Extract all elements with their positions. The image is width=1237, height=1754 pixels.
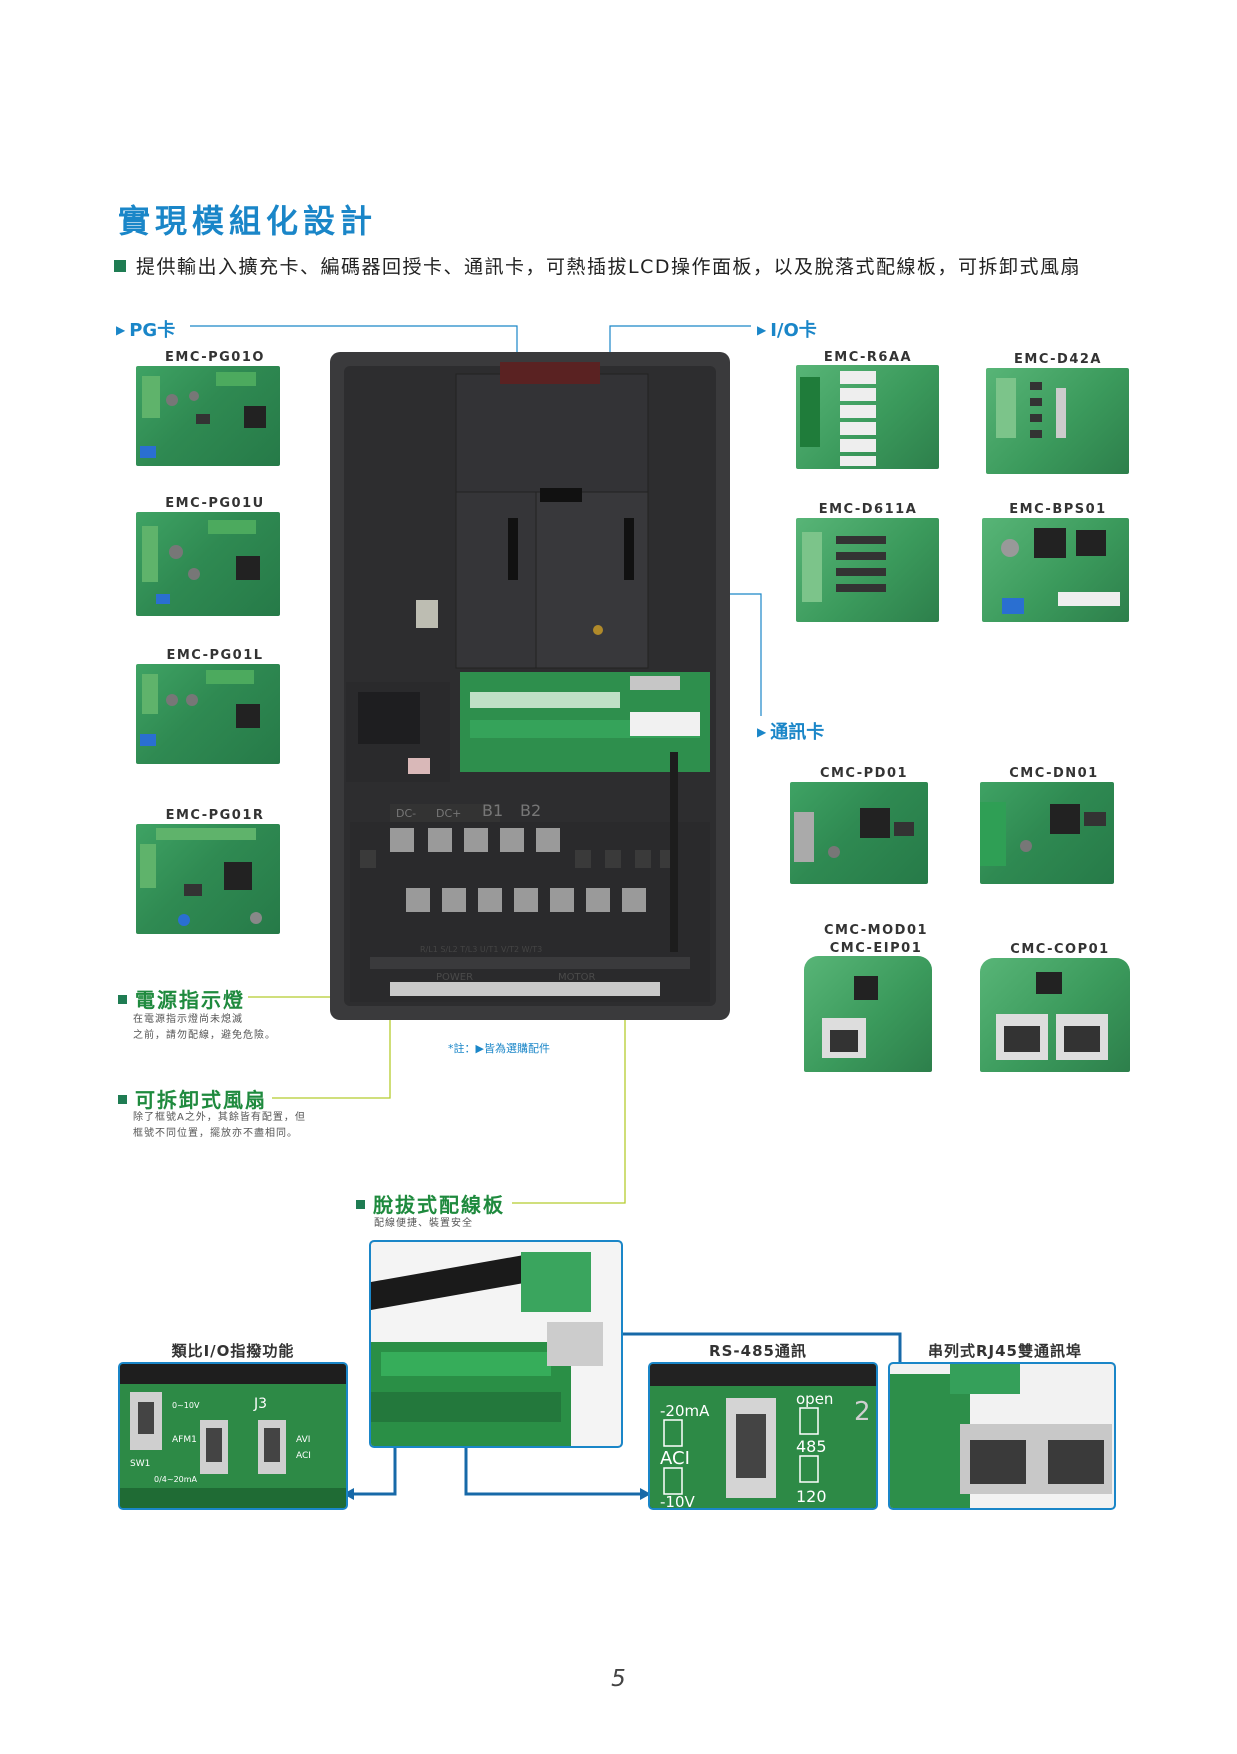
card-model-label: EMC-D611A <box>818 502 918 517</box>
pcb-illustration <box>996 378 1066 438</box>
dc-plus-label: DC+ <box>436 807 461 820</box>
page-title: 實現模組化設計 <box>118 202 378 240</box>
photo-text: 0/4~20mA <box>154 1475 198 1484</box>
photo-text: open <box>796 1390 833 1408</box>
rj45-photo <box>888 1362 1116 1510</box>
power-led-desc: 在電源指示燈尚未熄滅 之前，請勿配線，避免危險。 <box>133 1014 276 1041</box>
pcb-illustration <box>142 520 260 604</box>
bullet-square-icon <box>118 995 127 1004</box>
pcb-illustration <box>822 976 878 1058</box>
bullet-square-icon <box>356 1200 365 1209</box>
fan-desc: 除了框號A之外，其餘皆有配置，但 框號不同位置，擺放亦不盡相同。 <box>133 1112 306 1139</box>
power-led-heading: 電源指示燈 <box>118 984 245 1013</box>
pg-card-image <box>136 512 280 616</box>
card-model-label: CMC-EIP01 <box>829 941 923 956</box>
photo-text: J3 <box>253 1396 267 1412</box>
power-terminal-label: POWER <box>436 972 473 983</box>
card-model-label: EMC-PG01U <box>165 496 265 511</box>
card-model-label: CMC-MOD01 <box>823 923 929 938</box>
photo-text: ACI <box>660 1448 690 1469</box>
photo-text: SW1 <box>130 1459 150 1469</box>
io-card-image <box>982 518 1129 622</box>
card-model-label: EMC-PG01R <box>165 808 265 823</box>
card-model-label: EMC-D42A <box>1014 352 1102 367</box>
pg-card-label: ▶PG卡 <box>116 320 176 341</box>
terminal-photo-illustration <box>371 1242 621 1446</box>
rs485-label: RS-485通訊 <box>709 1342 807 1360</box>
photo-text: ACI <box>296 1451 311 1461</box>
analog-io-photo: J3 SW1 AFM1 0~10V 0/4~20mA ACI AVI <box>118 1362 348 1510</box>
photo-text: 485 <box>796 1437 827 1456</box>
motor-terminal-label: MOTOR <box>558 972 595 983</box>
card-model-label: EMC-R6AA <box>823 350 913 365</box>
pg-card-image <box>136 366 280 466</box>
io-card-image <box>796 518 939 622</box>
terminal-desc: 配線便捷、裝置安全 <box>374 1218 473 1229</box>
photo-text: 2 <box>854 1397 871 1427</box>
terminal-markings: R/L1 S/L2 T/L3 U/T1 V/T2 W/T3 <box>420 945 542 954</box>
rs485-photo: -20mA ACI -10V open 485 120 2 <box>648 1362 878 1510</box>
io-card-image <box>796 365 939 469</box>
photo-text: 0~10V <box>172 1401 200 1410</box>
pcb-illustration <box>140 670 260 746</box>
bullet-square-icon <box>118 1095 127 1104</box>
comm-card-image <box>804 956 932 1072</box>
photo-text: 120 <box>796 1487 827 1506</box>
b1-label: B1 <box>482 801 503 820</box>
rj45-label: 串列式RJ45雙通訊埠 <box>927 1342 1082 1360</box>
analog-photo-illustration: J3 SW1 AFM1 0~10V 0/4~20mA ACI AVI <box>120 1364 346 1508</box>
pcb-illustration <box>794 808 914 862</box>
card-model-label: CMC-COP01 <box>1010 942 1110 957</box>
comm-card-label: ▶通訊卡 <box>757 722 825 743</box>
pcb-illustration <box>140 828 262 926</box>
photo-text: -20mA <box>660 1402 710 1420</box>
pcb-illustration <box>1001 528 1120 614</box>
io-card-image <box>986 368 1129 474</box>
comm-card-image <box>980 782 1114 884</box>
card-model-label: EMC-PG01O <box>165 350 265 365</box>
pg-card-image <box>136 824 280 934</box>
pcb-illustration <box>980 802 1106 866</box>
card-model-label-group: CMC-MOD01 CMC-EIP01 <box>806 922 946 958</box>
bullet-square-icon <box>114 260 126 272</box>
pcb-illustration <box>802 532 886 602</box>
page-subtitle: 提供輸出入擴充卡、編碼器回授卡、通訊卡，可熱插拔LCD操作面板，以及脫落式配線板… <box>114 252 1081 279</box>
comm-card-image <box>980 958 1130 1072</box>
b2-label: B2 <box>520 801 541 820</box>
comm-card-image <box>790 782 928 884</box>
pcb-illustration <box>996 972 1108 1060</box>
pcb-illustration <box>800 371 876 466</box>
photo-text: AVI <box>296 1435 310 1445</box>
rs485-photo-illustration: -20mA ACI -10V open 485 120 2 <box>650 1364 876 1508</box>
terminal-heading: 脫拔式配線板 <box>356 1189 505 1218</box>
triangle-icon: ▶ <box>757 725 767 739</box>
optional-note: *註：▶皆為選購配件 <box>448 1042 550 1055</box>
fan-heading: 可拆卸式風扇 <box>118 1084 267 1113</box>
rj45-photo-illustration <box>890 1364 1114 1508</box>
page-number: 5 <box>611 1666 626 1692</box>
card-model-label: EMC-BPS01 <box>1009 502 1107 517</box>
triangle-icon: ▶ <box>757 323 767 337</box>
analog-io-label: 類比I/O指撥功能 <box>171 1342 295 1360</box>
photo-text: -10V <box>660 1493 695 1508</box>
triangle-icon: ▶ <box>116 323 126 337</box>
card-model-label: EMC-PG01L <box>166 648 264 663</box>
terminal-board-photo <box>369 1240 623 1448</box>
pg-card-image <box>136 664 280 764</box>
card-model-label: CMC-PD01 <box>819 766 909 781</box>
pcb-illustration <box>140 372 266 458</box>
drive-illustration: DC- DC+ B1 B2 POWER MOTOR R/L1 S/L2 T/L3… <box>330 352 730 1020</box>
photo-text: AFM1 <box>172 1435 197 1445</box>
io-card-label: ▶I/O卡 <box>757 320 817 341</box>
dc-minus-label: DC- <box>396 807 416 820</box>
drive-unit-image: DC- DC+ B1 B2 POWER MOTOR R/L1 S/L2 T/L3… <box>330 352 730 1020</box>
card-model-label: CMC-DN01 <box>1009 766 1099 781</box>
